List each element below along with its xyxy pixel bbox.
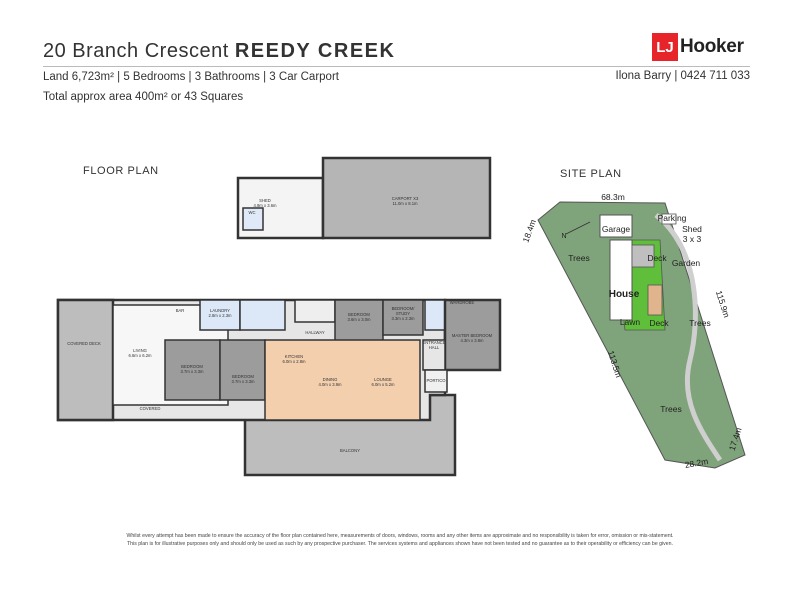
site-dim-bottom: 28.2m <box>684 456 709 470</box>
site-plan-drawing <box>537 201 746 469</box>
driveway <box>654 213 723 462</box>
master-bedroom-outline <box>443 298 502 372</box>
site-dim-right: 115.9m <box>714 289 732 318</box>
wc-label: WC <box>249 210 256 215</box>
address-suburb: REEDY CREEK <box>234 40 396 62</box>
hallway-outline <box>294 299 336 323</box>
covered-deck-label: COVERED DECK <box>67 341 101 346</box>
ensuite-outline <box>424 299 446 331</box>
site-garage-label: Garage <box>602 224 631 234</box>
floor-plan-heading: FLOOR PLAN <box>83 165 159 177</box>
agent-contact: Ilona Barry | 0424 711 033 <box>615 70 750 82</box>
hallway-label: HALLWAY <box>305 330 324 335</box>
disclaimer-line-1: Whilst every attempt has been made to en… <box>126 533 674 539</box>
disclaimer: Whilst every attempt has been made to en… <box>40 532 760 548</box>
logo-name: Hooker <box>680 36 744 57</box>
site-plan-heading: SITE PLAN <box>560 168 622 180</box>
portico-label: PORTICO <box>426 378 446 383</box>
bedroom-2-outline <box>219 339 266 401</box>
logo-mark: LJ <box>652 33 678 61</box>
site-house-label: House <box>609 289 640 300</box>
site-dim-left: 18.4m <box>520 218 537 244</box>
portico-outline <box>424 369 448 393</box>
north-arrow-icon <box>565 221 591 235</box>
bar-label: BAR <box>176 308 185 313</box>
total-area: Total approx area 400m² or 43 Squares <box>43 91 244 103</box>
site-parking-label: Parking <box>658 213 687 223</box>
bath-outline <box>239 299 286 331</box>
site-garden-label: Garden <box>672 258 701 268</box>
disclaimer-line-2: This plan is for illustrative purposes o… <box>127 541 673 547</box>
deck-top-shape <box>631 244 655 268</box>
header-divider <box>43 66 750 67</box>
site-trees-bottom-label: Trees <box>660 404 681 414</box>
site-north-label: N <box>561 233 566 240</box>
lj-hooker-logo: LJ Hooker <box>652 33 750 61</box>
property-title: 20 Branch Crescent REEDY CREEK <box>43 40 395 63</box>
site-deck-top-label: Deck <box>647 253 667 263</box>
kitchen-dining-lounge-outline <box>264 339 421 421</box>
wc-outline <box>242 207 264 231</box>
site-lawn-label: Lawn <box>620 317 641 327</box>
site-trees-left-label: Trees <box>568 253 589 263</box>
bedroom-3-outline <box>334 299 384 346</box>
house-shape <box>609 239 633 321</box>
wardrobe-label: WARDROBE <box>450 300 475 305</box>
bedroom-study-outline <box>382 299 424 336</box>
site-deck-bottom-label: Deck <box>649 318 669 328</box>
covered-label: COVERED <box>140 406 161 411</box>
property-summary: Land 6,723m² | 5 Bedrooms | 3 Bathrooms … <box>43 71 339 83</box>
site-trees-right-label: Trees <box>689 318 710 328</box>
balcony-label: BALCONY <box>340 448 360 453</box>
bedroom-1-outline <box>164 339 221 401</box>
shed-shape <box>661 213 677 225</box>
site-dim-top: 68.3m <box>601 192 625 202</box>
site-boundary <box>537 201 746 469</box>
address-street: 20 Branch Crescent <box>43 40 229 62</box>
carport-outline <box>321 156 492 240</box>
deck-bottom-shape <box>647 284 663 316</box>
garage-shape <box>599 214 633 238</box>
covered-deck-outline <box>56 298 115 422</box>
